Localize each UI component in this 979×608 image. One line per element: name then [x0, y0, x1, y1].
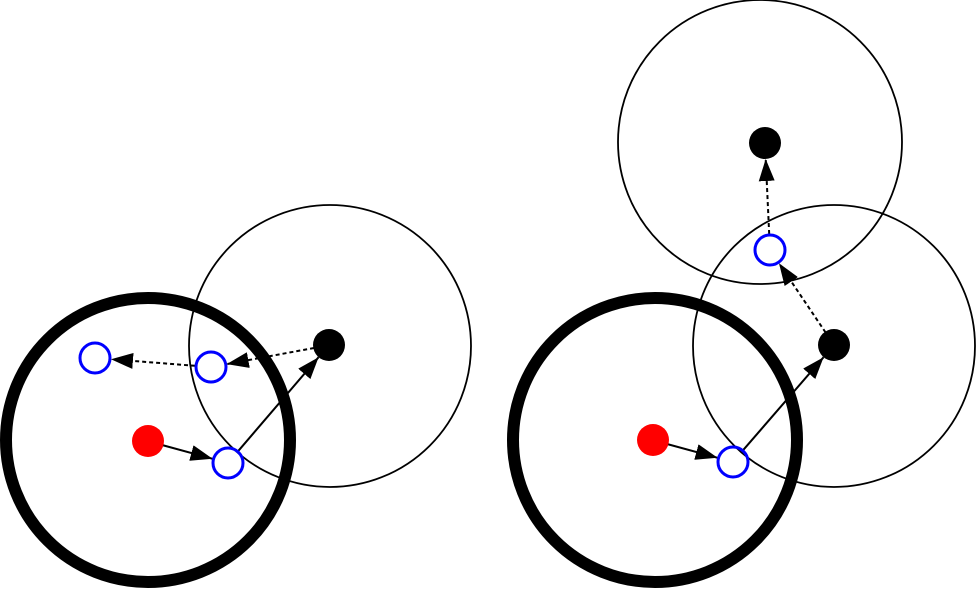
- black-node: [313, 329, 345, 361]
- solid-arrow: [666, 443, 718, 460]
- dashed-arrow: [778, 262, 827, 334]
- blue-hollow-node: [194, 350, 228, 384]
- thin-range-circle: [692, 204, 976, 488]
- red-source-node: [637, 424, 669, 456]
- thick-range-circle: [0, 292, 296, 588]
- thin-range-circle: [188, 204, 472, 488]
- black-node: [818, 329, 850, 361]
- dashed-arrow: [758, 158, 775, 235]
- thin-range-circle-top: [617, 0, 903, 285]
- right-panel: [507, 0, 976, 588]
- blue-hollow-node: [716, 445, 750, 479]
- solid-arrow: [237, 356, 320, 452]
- thick-range-circle: [507, 292, 803, 588]
- dashed-arrow: [110, 352, 196, 369]
- blue-hollow-node: [753, 233, 787, 267]
- solid-arrow: [742, 356, 825, 451]
- blue-hollow-node: [78, 341, 112, 375]
- black-node-top: [749, 127, 781, 159]
- left-panel: [0, 204, 472, 588]
- dashed-arrow: [226, 347, 315, 368]
- solid-arrow: [161, 444, 213, 461]
- red-source-node: [132, 425, 164, 457]
- blue-hollow-node: [211, 446, 245, 480]
